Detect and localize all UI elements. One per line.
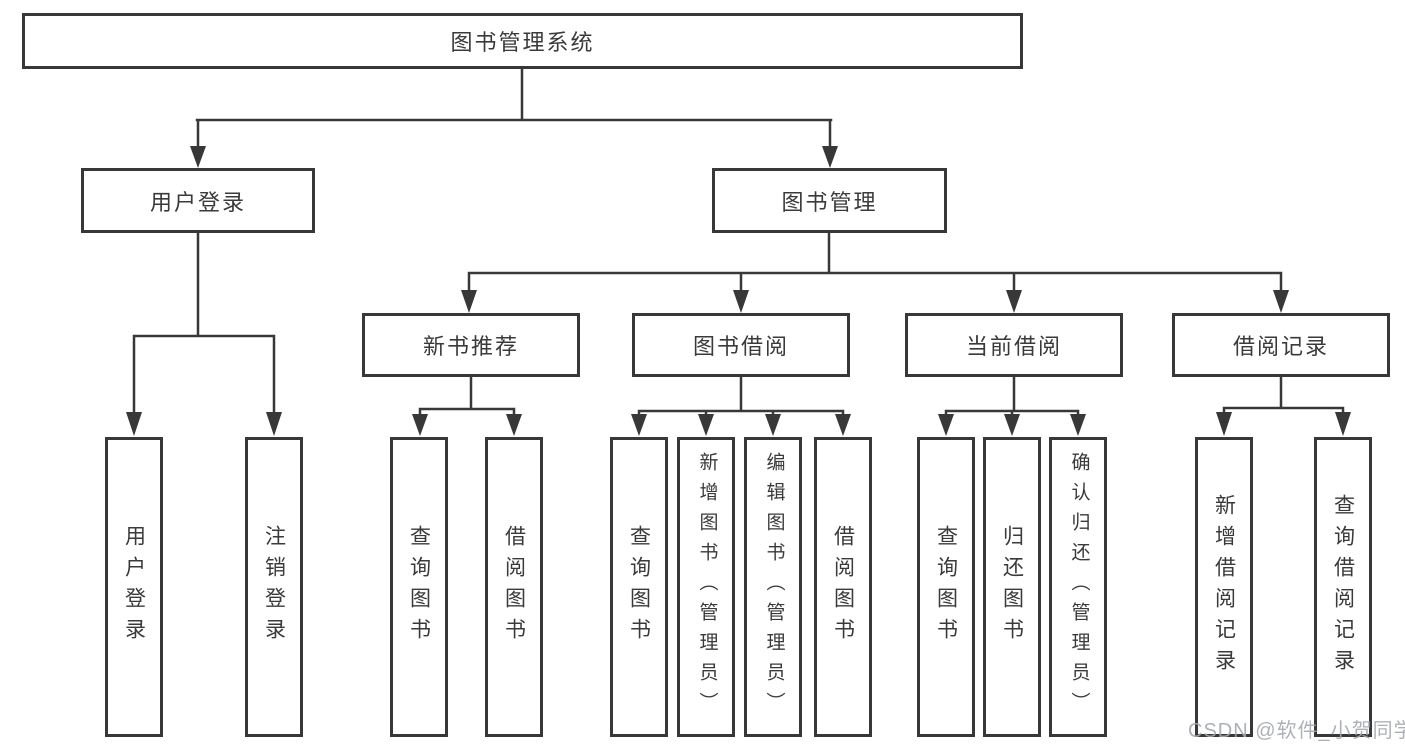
leaf-label: 查询图书 [934, 525, 958, 649]
leaf-query-borrow-record: 查询借阅记录 [1314, 437, 1372, 737]
leaf-label: 用户登录 [122, 525, 146, 649]
leaf-label: 注销登录 [262, 525, 286, 649]
leaf-query-books-borrow: 查询图书 [610, 437, 668, 737]
leaf-label: 新增图书（管理员） [696, 452, 718, 722]
leaf-borrow-books-recommend: 借阅图书 [485, 437, 543, 737]
leaf-user-login: 用户登录 [105, 437, 163, 737]
connector-arrowheads [126, 146, 1351, 436]
leaf-label: 查询借阅记录 [1331, 494, 1355, 680]
leaf-add-book-admin: 新增图书（管理员） [677, 437, 735, 737]
leaf-label: 借阅图书 [831, 525, 855, 649]
node-book-borrow: 图书借阅 [632, 313, 850, 377]
leaf-label: 确认归还（管理员） [1068, 452, 1090, 722]
csdn-watermark: CSDN @软件_小贺同学 [1188, 720, 1405, 742]
leaf-logout: 注销登录 [245, 437, 303, 737]
leaf-query-books-current: 查询图书 [917, 437, 975, 737]
leaf-borrow-books: 借阅图书 [814, 437, 872, 737]
leaf-label: 查询图书 [627, 525, 651, 649]
leaf-label: 借阅图书 [502, 525, 526, 649]
leaf-label: 查询图书 [407, 525, 431, 649]
leaf-add-borrow-record: 新增借阅记录 [1195, 437, 1253, 737]
node-book-management: 图书管理 [712, 168, 947, 233]
connector-stems [132, 66, 1345, 417]
leaf-query-books-recommend: 查询图书 [390, 437, 448, 737]
node-user-login: 用户登录 [81, 168, 315, 233]
node-borrow-records: 借阅记录 [1172, 313, 1390, 377]
node-current-borrow: 当前借阅 [905, 313, 1123, 377]
leaf-return-book: 归还图书 [983, 437, 1041, 737]
leaf-label: 归还图书 [1000, 525, 1024, 649]
leaf-label: 新增借阅记录 [1212, 494, 1236, 680]
node-system-root: 图书管理系统 [22, 13, 1023, 69]
leaf-edit-book-admin: 编辑图书（管理员） [744, 437, 802, 737]
node-new-book-recommend: 新书推荐 [362, 313, 580, 377]
leaf-confirm-return-admin: 确认归还（管理员） [1049, 437, 1107, 737]
leaf-label: 编辑图书（管理员） [763, 452, 785, 722]
